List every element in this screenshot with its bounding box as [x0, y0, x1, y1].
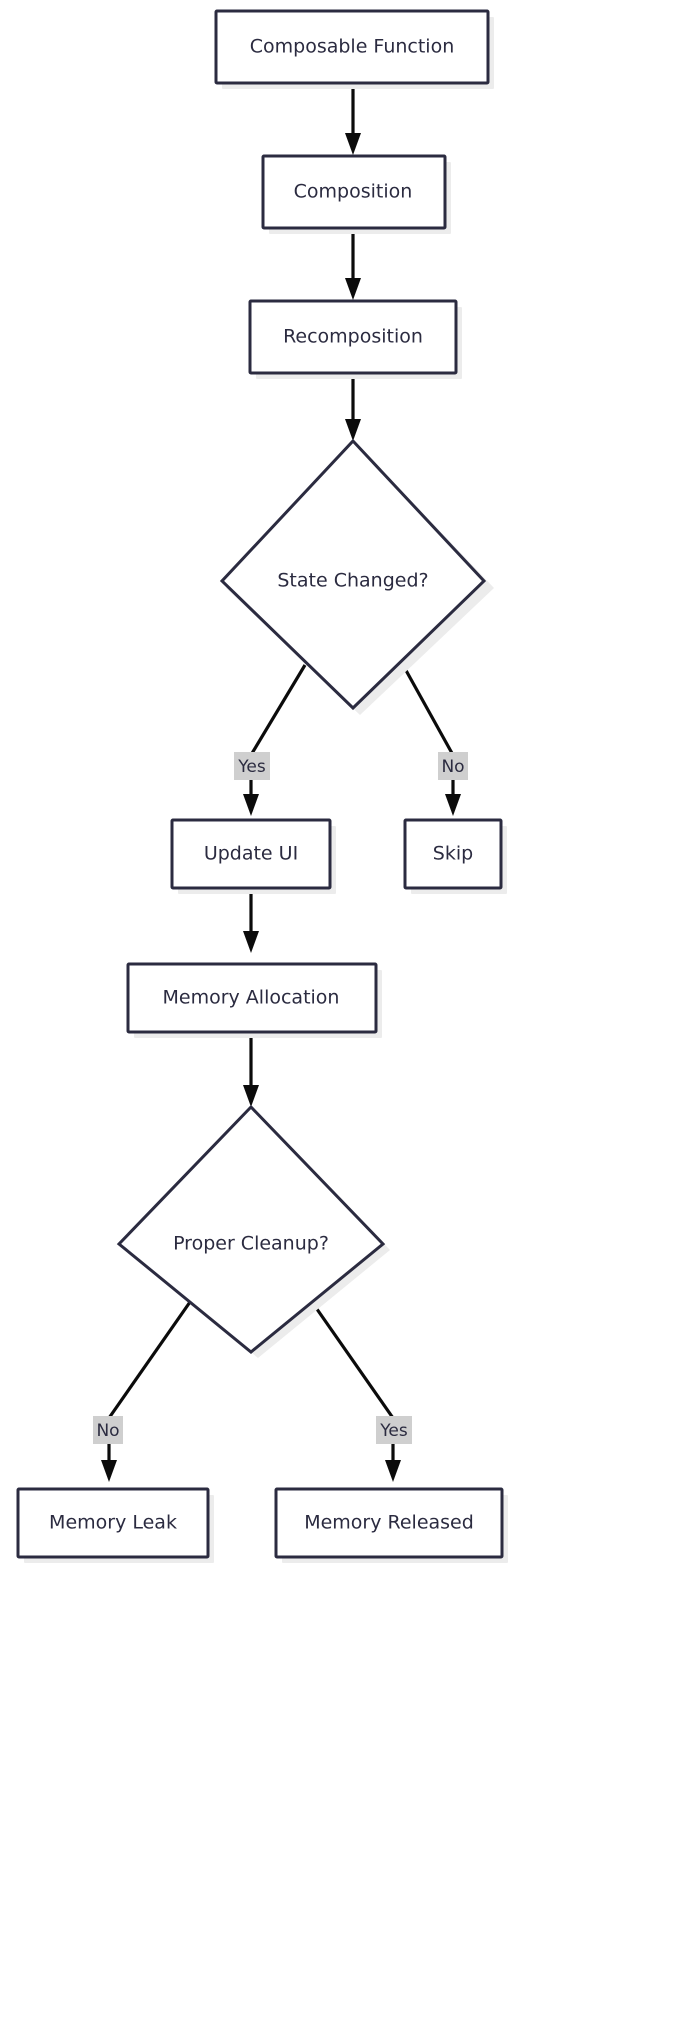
edge-label-proper-cleanup-no-text: No: [96, 1421, 119, 1441]
node-memory-allocation-label: Memory Allocation: [163, 987, 340, 1009]
node-composition-shape[interactable]: [261, 154, 447, 230]
edge-label-proper-cleanup-yes: Yes: [376, 1416, 412, 1444]
node-skip-label: Skip: [433, 843, 473, 865]
node-recomposition-shape[interactable]: [248, 299, 458, 375]
node-memory-allocation[interactable]: Memory Allocation: [126, 962, 382, 1038]
node-memory-allocation-shape[interactable]: [126, 962, 378, 1034]
edge-composable-function-to-composition: [345, 82, 361, 155]
edge-update-ui-to-memory-allocation: [243, 888, 259, 953]
node-skip-shape[interactable]: [403, 818, 503, 890]
edge-composition-to-recomposition: [345, 227, 361, 300]
node-update-ui-shape[interactable]: [170, 818, 332, 890]
node-proper-cleanup[interactable]: Proper Cleanup?: [116, 1104, 390, 1358]
node-memory-leak-shape[interactable]: [16, 1487, 210, 1559]
node-memory-leak-label: Memory Leak: [49, 1512, 177, 1534]
edge-state-changed-to-skip: [401, 664, 461, 816]
node-memory-released[interactable]: Memory Released: [274, 1487, 508, 1563]
node-state-changed-shape[interactable]: [219, 438, 487, 711]
edge-proper-cleanup-to-memory-released: [310, 1301, 401, 1482]
edge-label-state-changed-yes-text: Yes: [237, 757, 266, 777]
node-proper-cleanup-shape[interactable]: [116, 1104, 386, 1354]
edge-label-proper-cleanup-yes-text: Yes: [379, 1421, 408, 1441]
edge-label-state-changed-no: No: [438, 752, 468, 780]
node-composable-function[interactable]: Composable Function: [214, 9, 494, 89]
node-update-ui-label: Update UI: [204, 843, 298, 865]
node-composable-function-shape[interactable]: [214, 9, 490, 85]
node-state-changed-label: State Changed?: [277, 570, 428, 592]
edge-label-state-changed-no-text: No: [441, 757, 464, 777]
node-composition-label: Composition: [294, 181, 413, 203]
node-recomposition[interactable]: Recomposition: [248, 299, 462, 379]
edge-state-changed-to-update-ui: [243, 664, 307, 816]
node-memory-released-shape[interactable]: [274, 1487, 504, 1559]
node-skip[interactable]: Skip: [403, 818, 507, 894]
edge-label-state-changed-yes: Yes: [234, 752, 270, 780]
node-composable-function-label: Composable Function: [250, 36, 455, 58]
node-memory-released-label: Memory Released: [304, 1512, 474, 1534]
edge-label-proper-cleanup-no: No: [93, 1416, 123, 1444]
node-state-changed[interactable]: State Changed?: [219, 438, 494, 715]
node-proper-cleanup-label: Proper Cleanup?: [173, 1233, 329, 1255]
edge-recomposition-to-state-changed: [345, 373, 361, 441]
node-recomposition-label: Recomposition: [283, 326, 423, 348]
node-update-ui[interactable]: Update UI: [170, 818, 336, 894]
node-composition[interactable]: Composition: [261, 154, 451, 234]
edge-proper-cleanup-to-memory-leak: [101, 1301, 192, 1482]
node-memory-leak[interactable]: Memory Leak: [16, 1487, 214, 1563]
edge-memory-allocation-to-proper-cleanup: [243, 1032, 259, 1107]
